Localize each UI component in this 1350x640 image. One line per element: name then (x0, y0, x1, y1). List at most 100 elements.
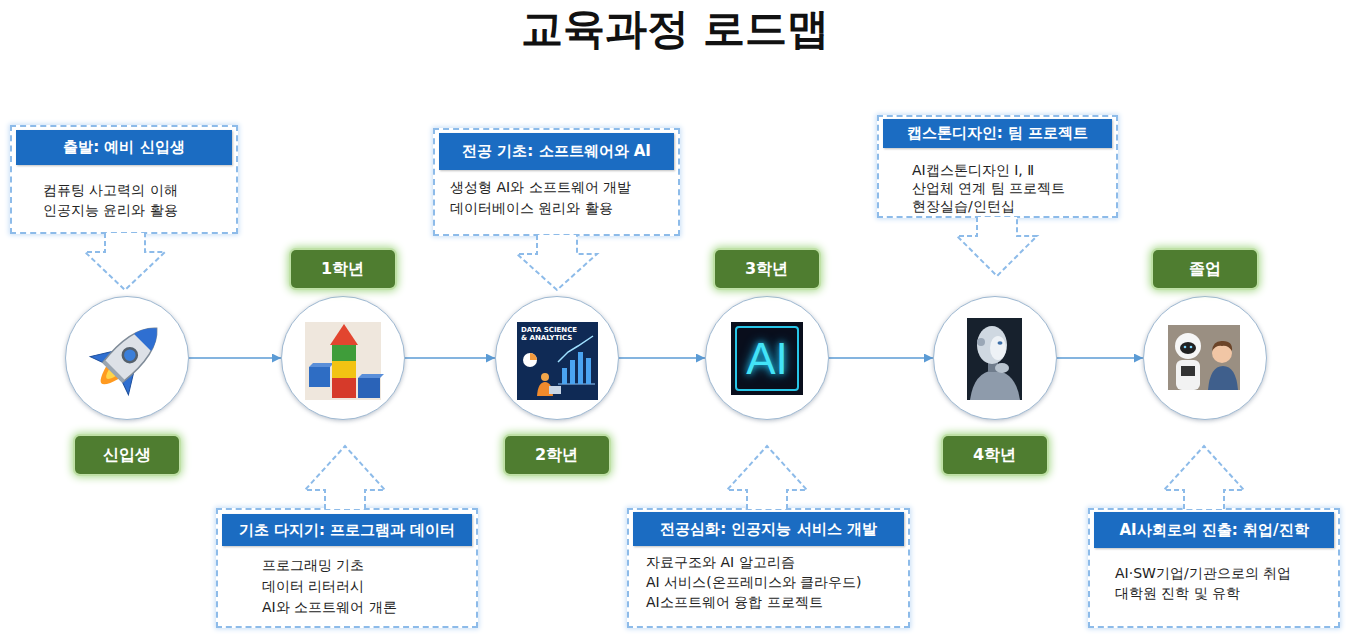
blue-block-top (309, 363, 334, 367)
text-line: 생성형 AI와 소프트웨어 개발 (450, 177, 676, 198)
flow-arrow (829, 357, 933, 359)
callout-box: AI사회로의 진출: 취업/진학 AI·SW기업/기관으로의 취업 대학원 진학 … (1088, 508, 1340, 628)
text-line: AI캡스톤디자인 Ⅰ, Ⅱ (912, 161, 1114, 179)
pie-slice (530, 353, 537, 360)
text-line: 데이터베이스 원리와 활용 (450, 198, 676, 219)
robot-eye (998, 341, 1003, 345)
robot-tablet (1181, 366, 1195, 376)
blue-block (309, 367, 330, 387)
flow-arrow (619, 357, 705, 359)
thinking-robot-icon (967, 318, 1022, 400)
stage-label: 신입생 (75, 436, 179, 474)
child-hair (1212, 341, 1232, 351)
callout-pointer-outline (727, 446, 807, 509)
text-line: 데이터 리터러시 (262, 576, 474, 597)
child-face (1212, 343, 1232, 363)
robot-visor (1180, 342, 1196, 354)
stage-circle: 신입생 (65, 296, 189, 420)
callout-box: 전공심화: 인공지능 서비스 개발자료구조와 AI 알고리즘 AI 서비스(온프… (627, 508, 910, 628)
callout-heading: 전공 기초: 소프트웨어와 AI (439, 133, 674, 170)
chart-bar (578, 352, 583, 384)
callout-heading: AI사회로의 진출: 취업/진학 (1094, 512, 1334, 548)
stage-label: 2학년 (505, 436, 609, 474)
callout-body: 컴퓨팅 사고력의 이해 인공지능 윤리와 활용 (43, 180, 234, 220)
stage-circle: 4학년 (933, 296, 1057, 420)
green-block (332, 345, 356, 361)
callout-body: AI캡스톤디자인 Ⅰ, Ⅱ 산업체 연계 팀 프로젝트 현장실습/인턴십 (912, 161, 1114, 215)
blue-block (358, 378, 380, 398)
text-line: AI와 소프트웨어 개론 (262, 597, 474, 618)
rocket-nose (134, 320, 165, 351)
callout-heading: 캡스톤디자인: 팀 프로젝트 (883, 119, 1112, 148)
rocket-icon (82, 309, 175, 402)
rocket-window (120, 345, 140, 365)
pie-chart (523, 353, 537, 367)
ai-icon (731, 322, 803, 395)
person-body (537, 382, 553, 396)
callout-pointer-outline (85, 233, 165, 290)
rocket-flame (95, 366, 119, 390)
laptop (549, 386, 561, 394)
robot-body (1176, 360, 1200, 390)
chart-axis (558, 384, 595, 385)
text-line: AI소프트웨어 융합 프로젝트 (646, 592, 906, 612)
icon-background (967, 318, 1022, 400)
robot-child-icon (1168, 325, 1240, 390)
person-head (541, 373, 549, 381)
chart-bar (570, 360, 575, 384)
text-line: AI 서비스(온프레미스와 클라우드) (646, 572, 906, 592)
red-block (332, 378, 356, 398)
callout-box: 캡스톤디자인: 팀 프로젝트 AI캡스톤디자인 Ⅰ, Ⅱ 산업체 연계 팀 프로젝… (877, 115, 1118, 218)
callout-heading: 기초 다지기: 프로그램과 데이터 (222, 514, 472, 546)
robot-shoulders (970, 370, 1020, 400)
text-line: 프로그래밍 기초 (262, 555, 474, 576)
robot-neck (988, 360, 998, 372)
rocket-flame-core (103, 369, 116, 382)
callout-body: AI·SW기업/기관으로의 취업 대학원 진학 및 유학 (1115, 563, 1336, 603)
callout-heading: 출발: 예비 신입생 (16, 130, 232, 165)
stage-circle: 2학년 (495, 296, 619, 420)
robot-ear (977, 338, 985, 346)
rocket-body (102, 318, 167, 383)
callout-box: 기초 다지기: 프로그램과 데이터프로그래밍 기초 데이터 리터러시 AI와 소… (216, 508, 478, 628)
yellow-block (332, 361, 356, 378)
text-line: 대학원 진학 및 유학 (1115, 583, 1336, 603)
text-line: 자료구조와 AI 알고리즘 (646, 552, 906, 572)
text-line: 인공지능 윤리와 활용 (43, 200, 234, 220)
blocks-icon (305, 322, 384, 400)
icon-background (517, 322, 598, 400)
callout-pointer-outline (517, 235, 597, 290)
stage-circle: 졸업 (1143, 296, 1267, 420)
chart-bar (586, 358, 591, 384)
robot-eye (1190, 346, 1193, 349)
stage-label: 1학년 (291, 250, 395, 288)
chart-bar (562, 368, 567, 384)
flow-arrow (1057, 357, 1143, 359)
robot-head (977, 326, 1007, 364)
ai-frame (736, 327, 798, 390)
rocket-fin (90, 342, 115, 367)
callout-pointer-outline (305, 446, 385, 509)
rocket-base (102, 360, 125, 383)
stage-circle: 1학년 (281, 296, 405, 420)
data-science-icon (517, 322, 598, 400)
icon-background (305, 322, 381, 400)
callout-body: 생성형 AI와 소프트웨어 개발 데이터베이스 원리와 활용 (450, 177, 676, 219)
callout-pointer-outline (1164, 446, 1244, 509)
stage-label: 졸업 (1153, 250, 1257, 288)
rocket-fin (119, 370, 144, 395)
flow-arrow (189, 357, 281, 359)
text-line: 현장실습/인턴십 (912, 197, 1114, 215)
child-body (1208, 366, 1238, 390)
text-line: 산업체 연계 팀 프로젝트 (912, 179, 1114, 197)
robot-head (1175, 333, 1201, 359)
callout-box: 출발: 예비 신입생컴퓨팅 사고력의 이해 인공지능 윤리와 활용 (10, 125, 238, 234)
text-line: AI·SW기업/기관으로의 취업 (1115, 563, 1336, 583)
icon-background (1168, 325, 1240, 390)
callout-box: 전공 기초: 소프트웨어와 AI 생성형 AI와 소프트웨어 개발 데이터베이스 … (433, 128, 680, 236)
text-line: 컴퓨팅 사고력의 이해 (43, 180, 234, 200)
page-title: 교육과정 로드맵 (0, 2, 1350, 56)
icon-background (731, 322, 803, 395)
